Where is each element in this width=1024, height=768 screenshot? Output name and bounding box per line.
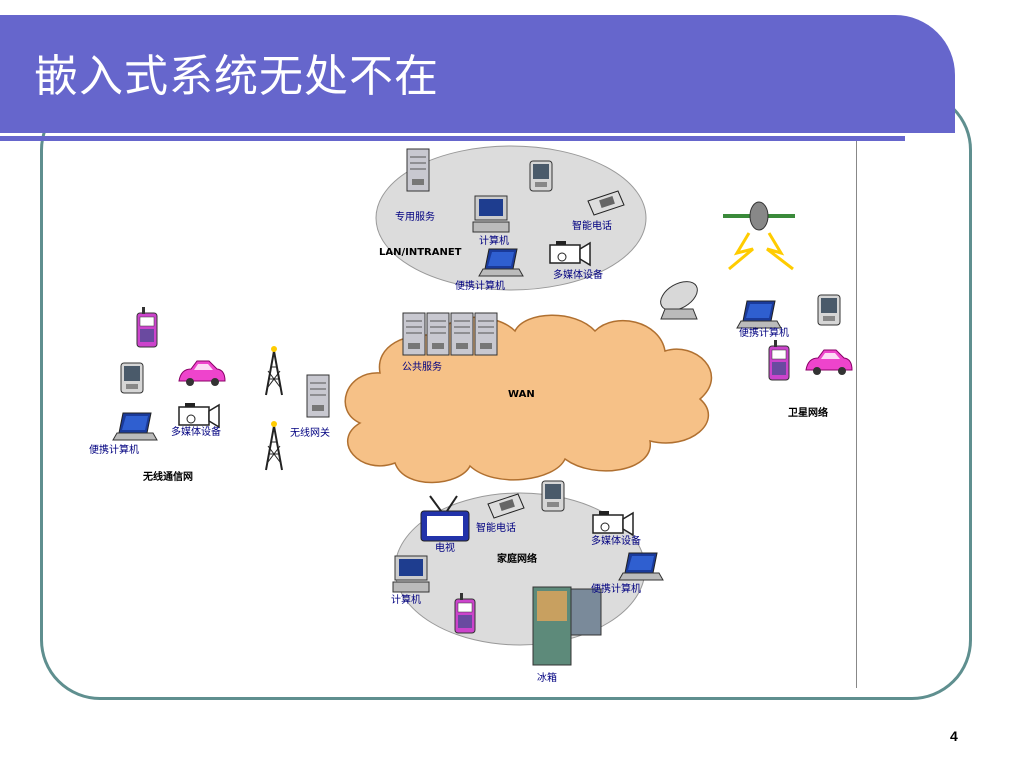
gateway-server-icon: [306, 374, 330, 418]
lan-pc-icon: [472, 195, 510, 233]
wireless-laptop-icon: [112, 412, 158, 441]
home-laptop-label: 便携计算机: [591, 582, 641, 595]
wireless-network-label: 无线通信网: [142, 470, 193, 483]
home-camera-label: 多媒体设备: [591, 534, 641, 547]
lan-pda-icon: [529, 160, 553, 192]
satellite-phone-icon: [768, 339, 790, 381]
fridge-icon: [532, 586, 602, 666]
home-pc-label: 计算机: [391, 593, 421, 606]
lan-camera-label: 多媒体设备: [553, 268, 603, 281]
lan-laptop-label: 便携计算机: [455, 279, 505, 292]
lan-server-label: 专用服务: [395, 210, 435, 223]
wireless-camera-icon: [178, 402, 220, 428]
wan-label: WAN: [508, 389, 535, 400]
satellite-car-icon: [805, 349, 853, 376]
wan-cloud: [344, 314, 713, 484]
title-bar: [0, 15, 955, 133]
satellite-laptop-icon: [736, 300, 782, 329]
wireless-camera-label: 多媒体设备: [171, 425, 221, 438]
satellite-icon: [723, 201, 795, 271]
lan-smartphone-label: 智能电话: [572, 219, 612, 232]
tv-label: 电视: [435, 541, 455, 554]
home-network-label: 家庭网络: [497, 552, 537, 565]
network-diagram: 专用服务 计算机 智能电话 多媒体设备 便携计算机 LAN/INTRANET 公…: [89, 145, 853, 684]
satellite-pda-icon: [817, 294, 841, 326]
slide-title: 嵌入式系统无处不在: [34, 51, 439, 102]
public-server-label: 公共服务: [402, 360, 442, 373]
radio-tower-icon: [265, 420, 283, 471]
wireless-laptop-label: 便携计算机: [89, 443, 139, 456]
gateway-label: 无线网关: [290, 426, 330, 439]
tv-icon: [420, 495, 470, 542]
home-pda-icon: [541, 480, 565, 512]
satellite-laptop-label: 便携计算机: [739, 326, 789, 339]
fridge-label: 冰箱: [537, 671, 557, 684]
wireless-pda-icon: [120, 362, 144, 394]
wireless-car-icon: [178, 360, 226, 387]
home-phone-icon: [454, 592, 476, 634]
diagram-panel: 专用服务 计算机 智能电话 多媒体设备 便携计算机 LAN/INTRANET 公…: [75, 141, 857, 688]
lan-pc-label: 计算机: [479, 234, 509, 247]
home-camera-icon: [592, 510, 634, 536]
lan-network-label: LAN/INTRANET: [379, 247, 462, 258]
home-smartphone-label: 智能电话: [476, 521, 516, 534]
home-pc-icon: [392, 555, 430, 593]
page-number: 4: [950, 728, 958, 744]
wireless-phone-icon: [136, 306, 158, 348]
title-underline: [0, 136, 905, 141]
lan-server-icon: [406, 148, 430, 192]
satellite-network-label: 卫星网络: [788, 406, 828, 419]
dish-antenna-icon: [660, 281, 698, 320]
radio-tower-icon: [265, 345, 283, 396]
